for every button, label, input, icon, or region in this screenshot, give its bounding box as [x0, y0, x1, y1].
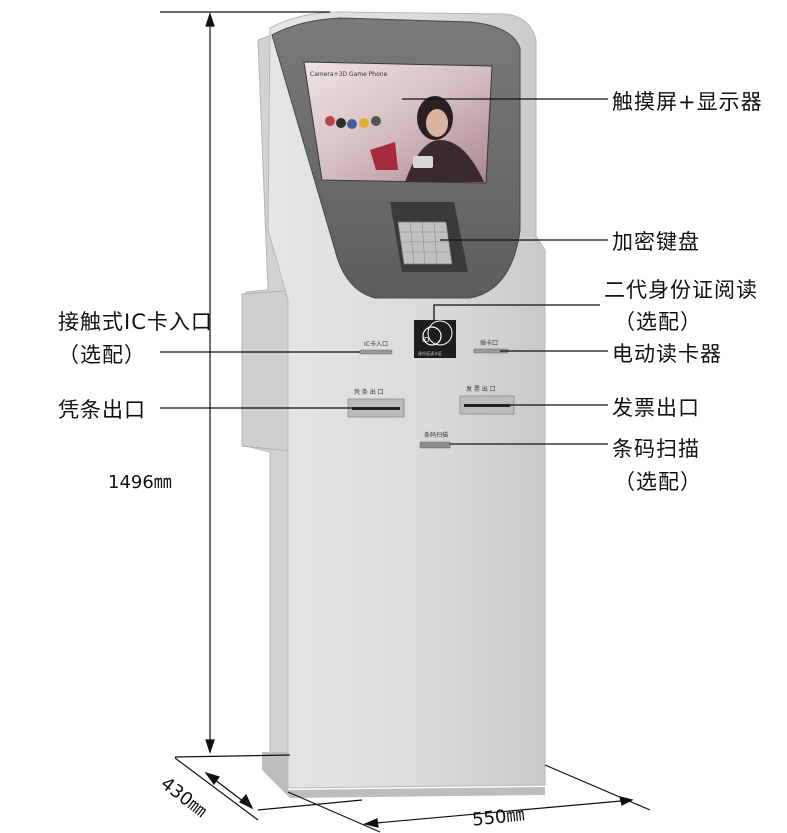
dim-height: 1496㎜ — [108, 472, 172, 493]
label-invoice-out: 发票出口 — [612, 396, 700, 420]
label-ic-card-optional: （选配） — [58, 343, 146, 367]
ic-slot-text: IC卡入口 — [364, 340, 388, 348]
label-barcode: 条码扫描 — [612, 437, 700, 461]
id-badge-caption: 身份证读卡区 — [418, 350, 442, 356]
receipt-slot: 凭 条 出 口 — [347, 388, 405, 418]
label-ic-card: 接触式IC卡入口 — [58, 310, 213, 334]
dimension-lines — [160, 11, 651, 833]
label-id-reader: 二代身份证阅读 — [604, 278, 758, 302]
touchscreen-display: Camera+3D Game Phone — [303, 61, 493, 184]
invoice-slot: 发 票 出 口 — [459, 385, 515, 415]
label-id-reader-optional: （选配） — [614, 310, 702, 334]
screen-title: Camera+3D Game Phone — [310, 71, 388, 78]
id-card-reader: iD 身份证读卡区 — [414, 320, 456, 358]
receipt-slot-text: 凭 条 出 口 — [354, 388, 384, 396]
invoice-slot-text: 发 票 出 口 — [466, 385, 496, 393]
dim-width: 550㎜ — [471, 804, 526, 831]
id-badge-text: iD — [422, 336, 429, 344]
label-card-reader: 电动读卡器 — [612, 342, 722, 366]
label-receipt-out: 凭条出口 — [58, 398, 146, 422]
barcode-slot-text: 条码扫描 — [424, 431, 448, 439]
label-touchscreen: 触摸屏+显示器 — [612, 90, 763, 114]
barcode-scanner: 条码扫描 — [419, 431, 451, 449]
label-barcode-optional: （选配） — [614, 470, 702, 494]
card-slot-text: 插卡口 — [480, 339, 498, 347]
encrypted-keypad — [390, 202, 468, 272]
label-keypad: 加密键盘 — [612, 230, 700, 254]
callout-lines — [160, 98, 608, 445]
ic-card-slot: IC卡入口 — [359, 340, 393, 355]
